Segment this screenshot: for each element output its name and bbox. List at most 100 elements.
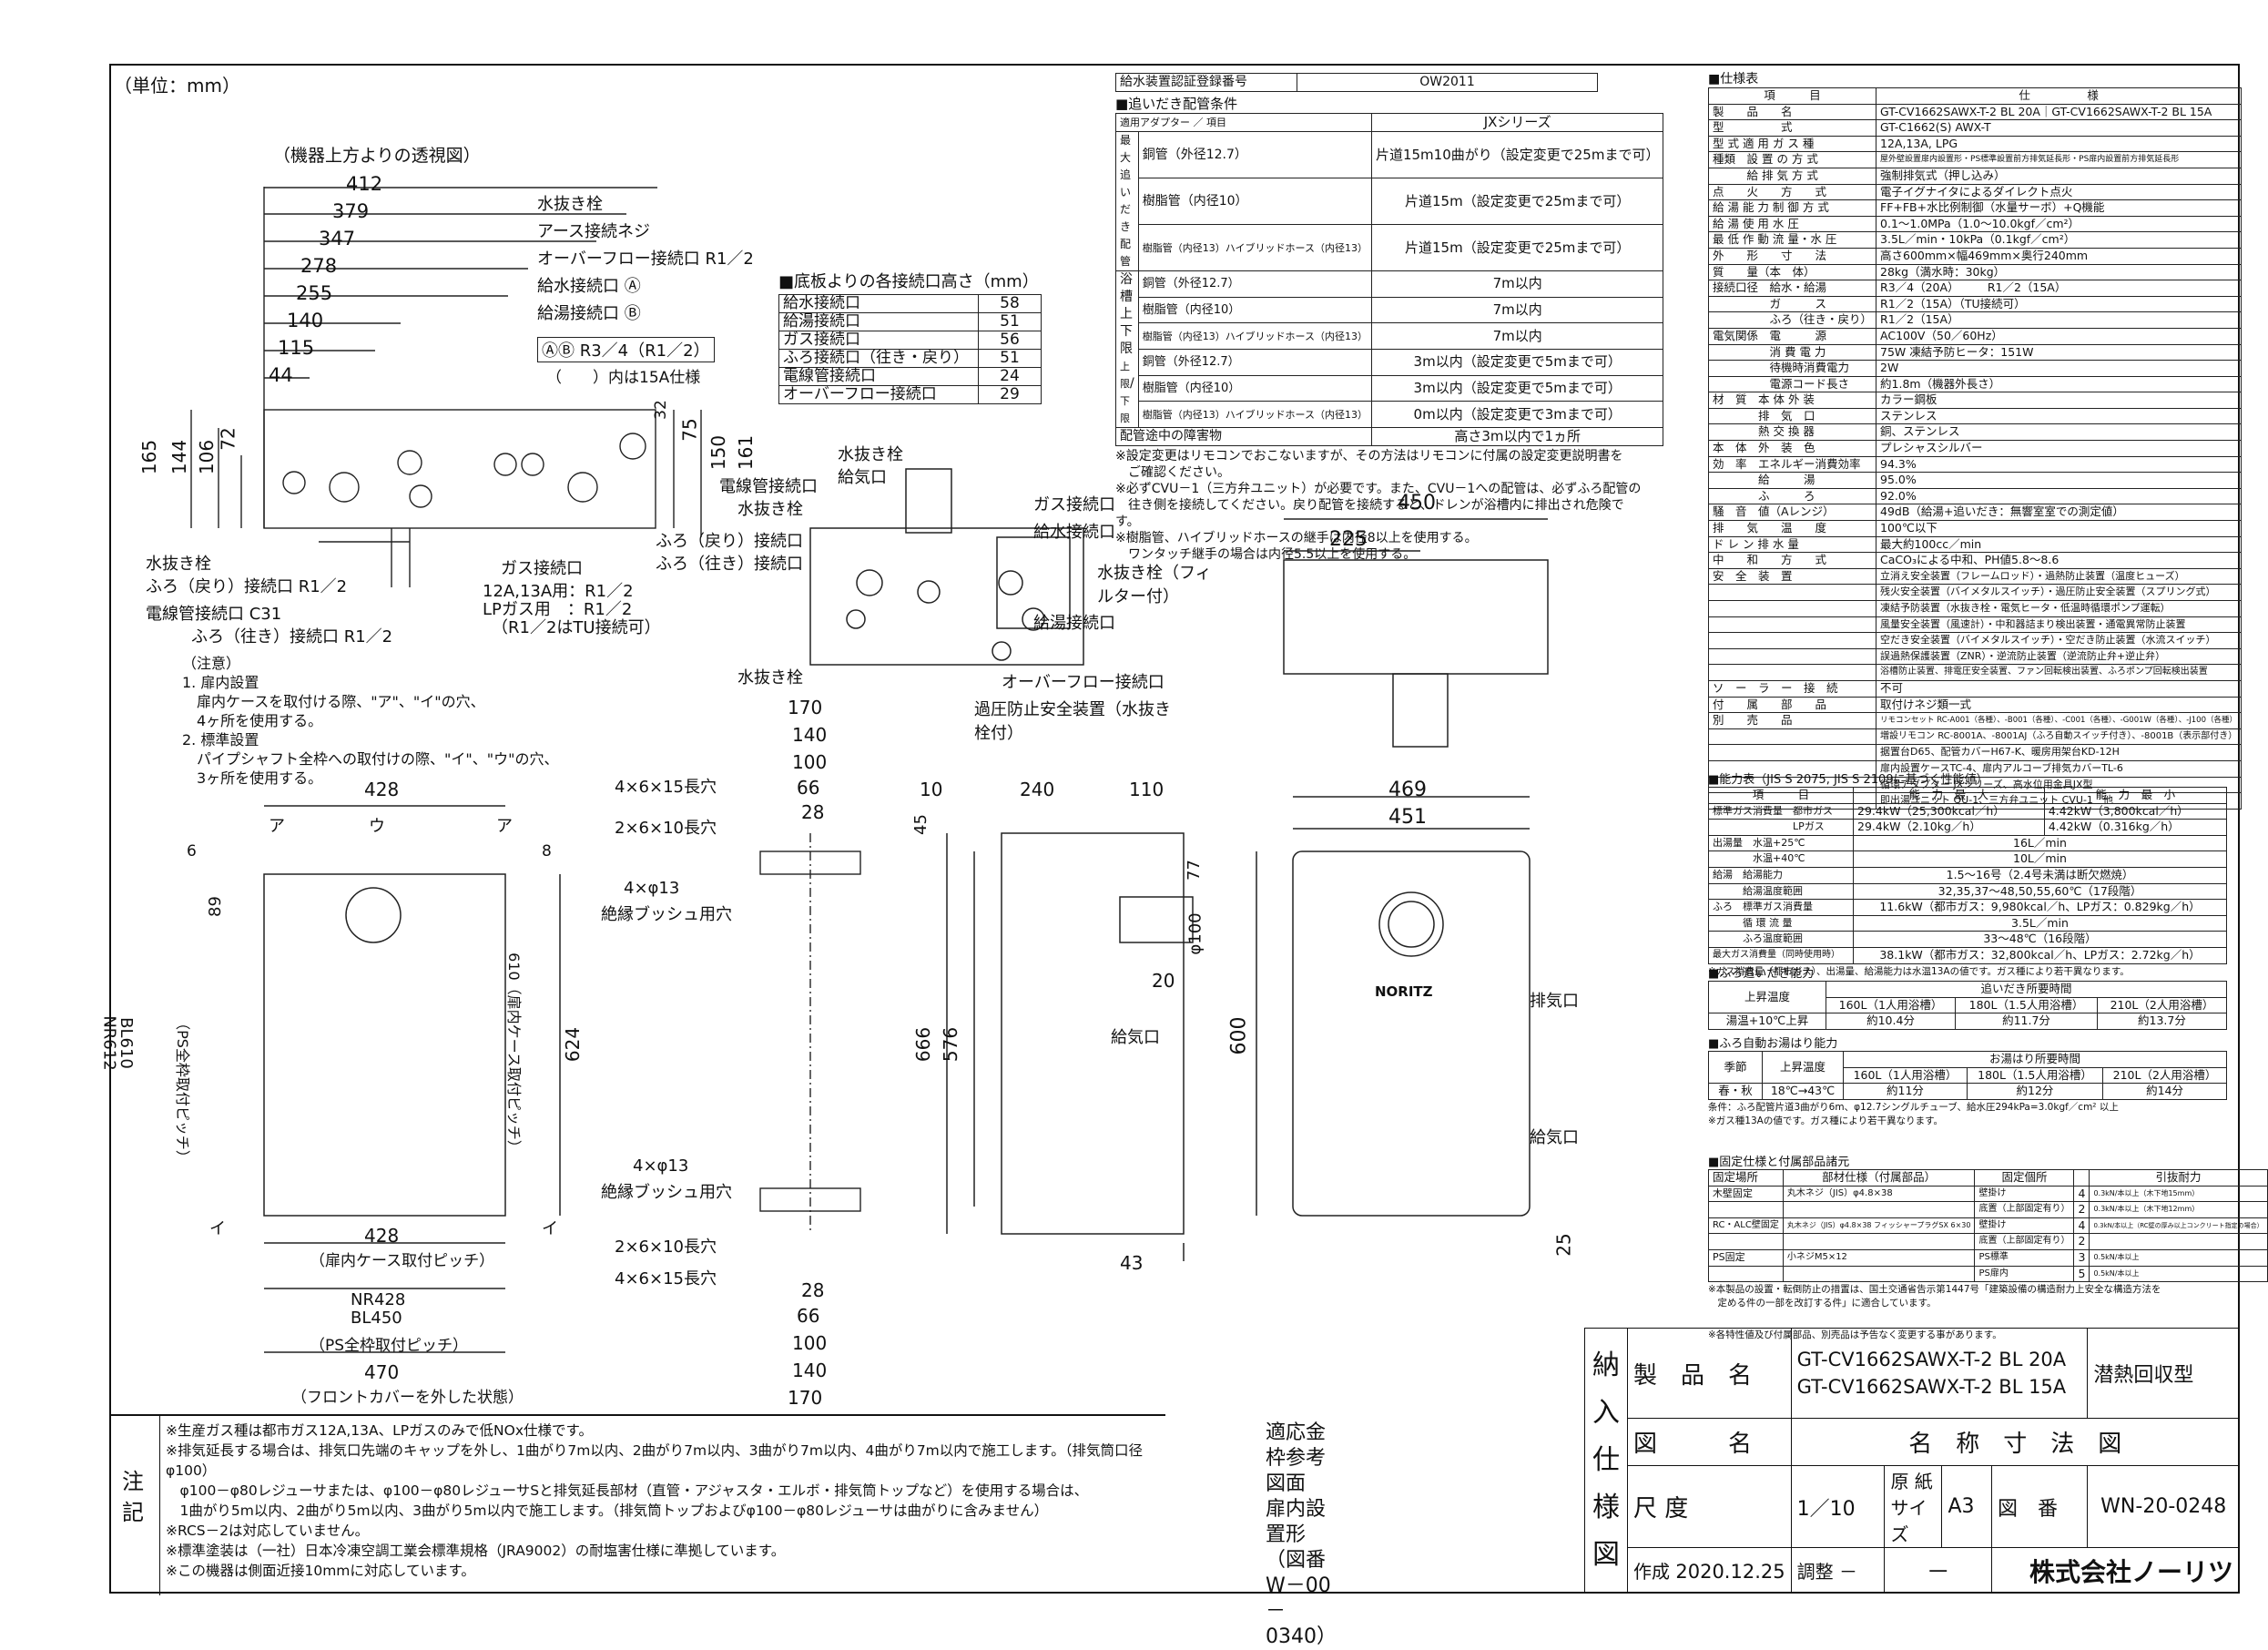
table-row: 湯温+10℃上昇約10.4分約11.7分約13.7分: [1708, 1013, 2228, 1030]
table-row: 誤過熱保護装置（ZNR）・逆流防止装置（逆流防止弁+逆止弁）: [1707, 647, 2243, 666]
created-date: 2020.12.25: [1675, 1561, 1785, 1584]
bottom-callout-drain: 水抜き栓: [146, 555, 211, 574]
table-row: 樹脂管（内径13）ハイブリッドホース（内径13）0m以内（設定変更で3mまで可）: [1116, 401, 1664, 428]
vdim-106: 106: [196, 439, 219, 475]
dim-379: 379: [332, 200, 370, 222]
table-row: 熱 交 換 器銅、ステンレス: [1707, 423, 2243, 442]
table-row: 樹脂管（内径13）ハイブリッドホース（内径13）7m以内: [1116, 322, 1664, 350]
callout-overflow: オーバーフロー接続口 R1／2: [537, 250, 754, 269]
fp-ps-pitch-h: （PS全枠取付ピッチ）: [310, 1337, 469, 1355]
auto-fill-table: 季節上昇温度お湯はり所要時間 160L（1人用浴槽）180L（1.5人用浴槽）2…: [1708, 1050, 2227, 1100]
brb-hole: 4×φ13: [633, 1156, 689, 1176]
br-66: 66: [797, 777, 820, 799]
top-view-lines: [190, 187, 702, 587]
brb-100: 100: [792, 1332, 828, 1354]
bv-overflow: オーバーフロー接続口: [1002, 673, 1165, 692]
bottom-notes: 注記 ※生産ガス種は都市ガス12A,13A、LPガスのみで低NOx仕様です。※排…: [109, 1414, 1337, 1648]
fv-600: 600: [1227, 1016, 1251, 1055]
bottom-callout-bath-return: ふろ（戻り）接続口 R1／2: [146, 577, 348, 596]
sv-240: 240: [1020, 779, 1055, 800]
drawing-number: WN-20-0248: [2087, 1464, 2240, 1549]
sv-110: 110: [1129, 779, 1165, 800]
table-row: 浴槽上下限上限/下限銅管（外径12.7）7m以内: [1115, 270, 1664, 428]
fp-u: ウ: [369, 817, 385, 836]
bv-drain1: 水抜き栓: [737, 500, 803, 519]
gas-label: ガス接続口: [501, 559, 583, 578]
top-view-drawing: （機器上方よりの透視図） 412 379 347 278 255 140 115…: [137, 137, 774, 647]
bv-water: 給水接続口: [1033, 523, 1115, 542]
auto-fill-note2: ※ガス種13Aの値です。ガス種により若干異なります。: [1708, 1115, 1944, 1126]
table-row: 排 気 口ステンレス: [1707, 407, 2243, 425]
table-row: 点 火 方 式電子イグナイタによるダイレクト点火: [1707, 183, 2243, 201]
table-row: 風量安全装置（風速計）・中和器詰まり検出装置・通電異常防止装置: [1707, 616, 2243, 634]
bv-drain3: 水抜き栓: [838, 445, 903, 464]
table-row: 樹脂管（内径13）ハイブリッドホース（内径13）片道15m（設定変更で25mまで…: [1116, 224, 1664, 271]
capacity-note: ※ガス消費量（都市ガス）、出湯量、給湯能力は水温13Aの値です。ガス種により若干…: [1708, 965, 2130, 977]
sv-phi100: φ100: [1185, 912, 1205, 955]
company-name: 株式会社ノーリツ: [1990, 1547, 2241, 1594]
scale: 1／10: [1790, 1464, 1886, 1549]
fp-i1: イ: [209, 1219, 226, 1238]
fv-exhaust: 排気口: [1530, 992, 1579, 1011]
callout-drain-plug: 水抜き栓: [537, 195, 603, 214]
fp-6: 6: [187, 842, 197, 861]
br-100: 100: [792, 751, 828, 773]
table-row: RC・ALC壁固定丸木ネジ（JIS）φ4.8×38 フィッシャープラグSX 6×…: [1708, 1217, 2268, 1235]
dim-140: 140: [287, 310, 324, 331]
table-row: 種類 設 置 の 方 式屋外壁設置扉内設置形・PS標準設置前方排気延長形・PS扉…: [1707, 151, 2243, 168]
vdim-32: 32: [651, 400, 670, 420]
brb-slot2: 2×6×10長穴: [615, 1238, 717, 1257]
bv-bath-return: ふろ（戻り）接続口: [656, 532, 803, 551]
capacity-block: ■能力表（JIS S 2075, JIS S 2109に基づく性能値） 項 目能…: [1708, 769, 2236, 978]
mounting-plate-drawing: 428 ア ウ ア 6 8 89 428 イ イ 470 NR612 BL610…: [100, 779, 601, 1407]
table-row: 樹脂管（内径10）7m以内: [1116, 296, 1664, 324]
sv-45: 45: [910, 814, 931, 835]
fixing-title: ■固定仕様と付属部品諸元: [1708, 1156, 1850, 1169]
fv-intake: 給気口: [1530, 1128, 1579, 1147]
top-view-caption: （機器上方よりの透視図）: [273, 146, 481, 166]
side-view-drawing: 10 240 110 45 77 φ100 20 666 576 43 給気口: [911, 779, 1220, 1288]
drawing-name: 名 称 寸 法 図: [1790, 1418, 2241, 1466]
table-row: 外 形 寸 法高さ600mm×幅469mm×奥行240mm: [1707, 247, 2243, 265]
brb-170: 170: [788, 1387, 823, 1409]
fixing-note2: 定める件の一部を改訂する件」に適合しています。: [1708, 1298, 1937, 1309]
table-row: 増設リモコン RC-8001A、-8001AJ（ふろ自動スイッチ付き）、-800…: [1707, 728, 2243, 746]
fp-a1: ア: [269, 817, 285, 836]
drawing-frame: [109, 64, 2240, 1594]
table-row: ド レ ン 排 水 量最大約100cc／min: [1707, 535, 2243, 554]
table-row: 樹脂管（内径10）3m以内（設定変更で5mまで可）: [1116, 374, 1664, 402]
table-row: 空だき安全装置（バイメタルスイッチ）・空だき防止装置（水流スイッチ）: [1707, 632, 2243, 649]
trv-225: 225: [1329, 528, 1368, 551]
brb-140: 140: [792, 1360, 828, 1381]
table-row: 銅管（外径12.7）3m以内（設定変更で5mまで可）: [1116, 348, 1664, 376]
fp-nr428: NR428: [351, 1290, 406, 1309]
sv-20: 20: [1152, 970, 1175, 992]
fp-i2: イ: [542, 1219, 558, 1238]
table-row: 配管途中の障害物高さ3m以内で1ヵ所: [1115, 427, 1664, 446]
callout-15a-note: （ ）内は15A仕様: [546, 369, 701, 387]
fp-428: 428: [364, 779, 400, 800]
vdim-165: 165: [138, 439, 161, 475]
